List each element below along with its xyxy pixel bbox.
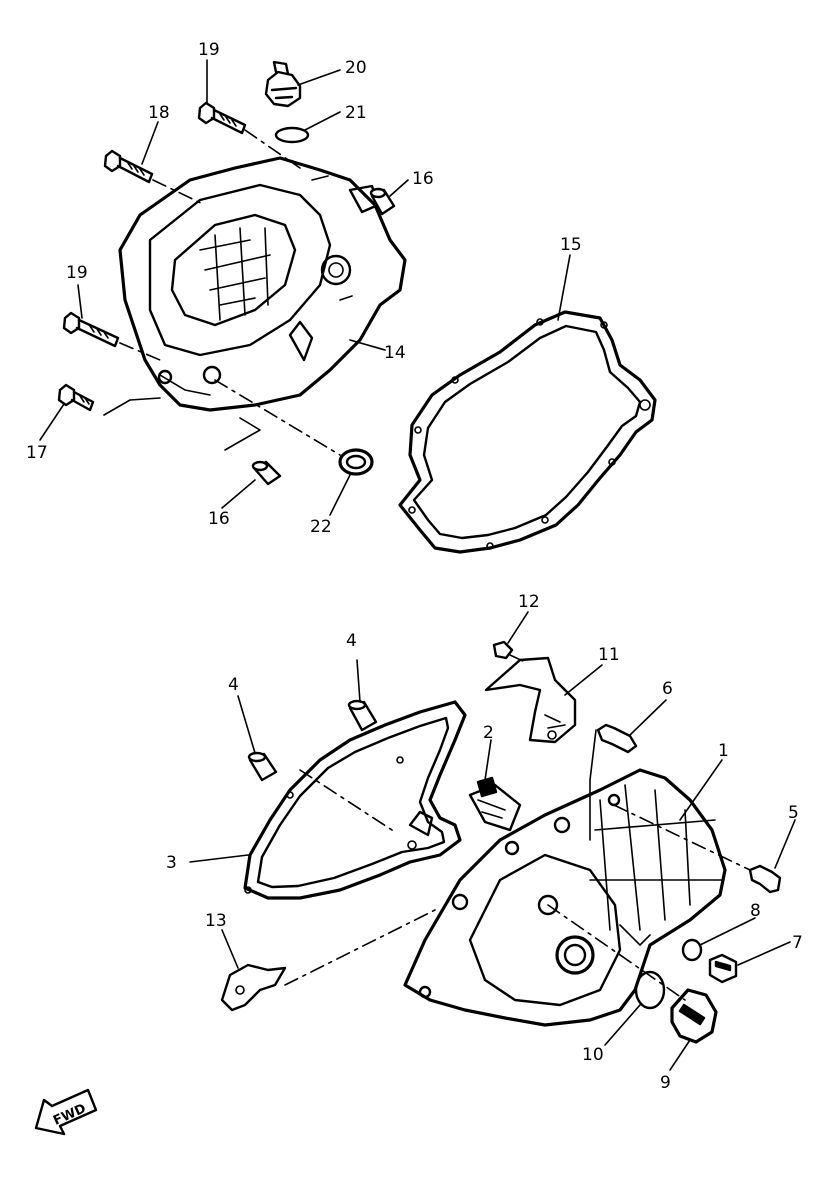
cover-gasket-3: [243, 700, 467, 900]
label-14: 14: [384, 343, 406, 363]
label-6: 6: [662, 679, 673, 699]
cap-9: [547, 904, 718, 1044]
crankcase-gasket-15: [398, 310, 657, 554]
bolt-18: [103, 149, 206, 206]
label-2: 2: [483, 723, 494, 743]
label-13: 13: [205, 911, 227, 931]
label-18: 18: [148, 103, 170, 123]
bolt-17: [57, 383, 161, 416]
o-ring-21: [274, 126, 310, 144]
crankcase-cover-left: [403, 768, 727, 1027]
label-8: 8: [750, 901, 761, 921]
label-5: 5: [788, 803, 799, 823]
label-21: 21: [345, 103, 367, 123]
dowel-pin-16-upper: [369, 187, 396, 216]
switch-2: [468, 776, 522, 832]
dowel-pin-16-lower: [224, 417, 282, 486]
o-ring-10: [634, 970, 666, 1010]
oil-filler-cap-20: [264, 60, 302, 108]
label-11: 11: [598, 645, 620, 665]
part-labels: 19 20 21 18 16 15 19 14 17 16 22 12 4 11…: [26, 40, 803, 1093]
label-16: 16: [208, 509, 230, 529]
label-3: 3: [166, 853, 177, 873]
crankcase-cover-right: [118, 156, 407, 412]
forward-direction-arrow: FWD: [34, 1088, 98, 1136]
label-10: 10: [582, 1045, 604, 1065]
label-7: 7: [792, 933, 803, 953]
label-20: 20: [345, 58, 367, 78]
bolt-19-top: [197, 101, 301, 169]
plug-7: [708, 953, 738, 984]
label-22: 22: [310, 517, 332, 537]
label-15: 15: [560, 235, 582, 255]
o-ring-8: [681, 938, 703, 962]
bolt-5: [613, 804, 782, 894]
label-16: 16: [412, 169, 434, 189]
label-1: 1: [718, 741, 729, 761]
label-4: 4: [228, 675, 239, 695]
oil-seal-22: [214, 379, 374, 476]
bracket-13: [220, 909, 436, 1012]
label-17: 17: [26, 443, 48, 463]
label-19: 19: [198, 40, 220, 60]
label-4: 4: [346, 631, 357, 651]
leader-lines: [39, 59, 796, 1071]
label-19: 19: [66, 263, 88, 283]
dowel-pin-4-left: [247, 751, 278, 782]
screw-12: [492, 640, 526, 663]
dowel-pin-4-right: [347, 699, 378, 732]
bracket-11: [484, 656, 577, 744]
label-12: 12: [518, 592, 540, 612]
bolt-6: [589, 723, 638, 841]
bolt-19-left: [62, 311, 161, 361]
label-9: 9: [660, 1073, 671, 1093]
